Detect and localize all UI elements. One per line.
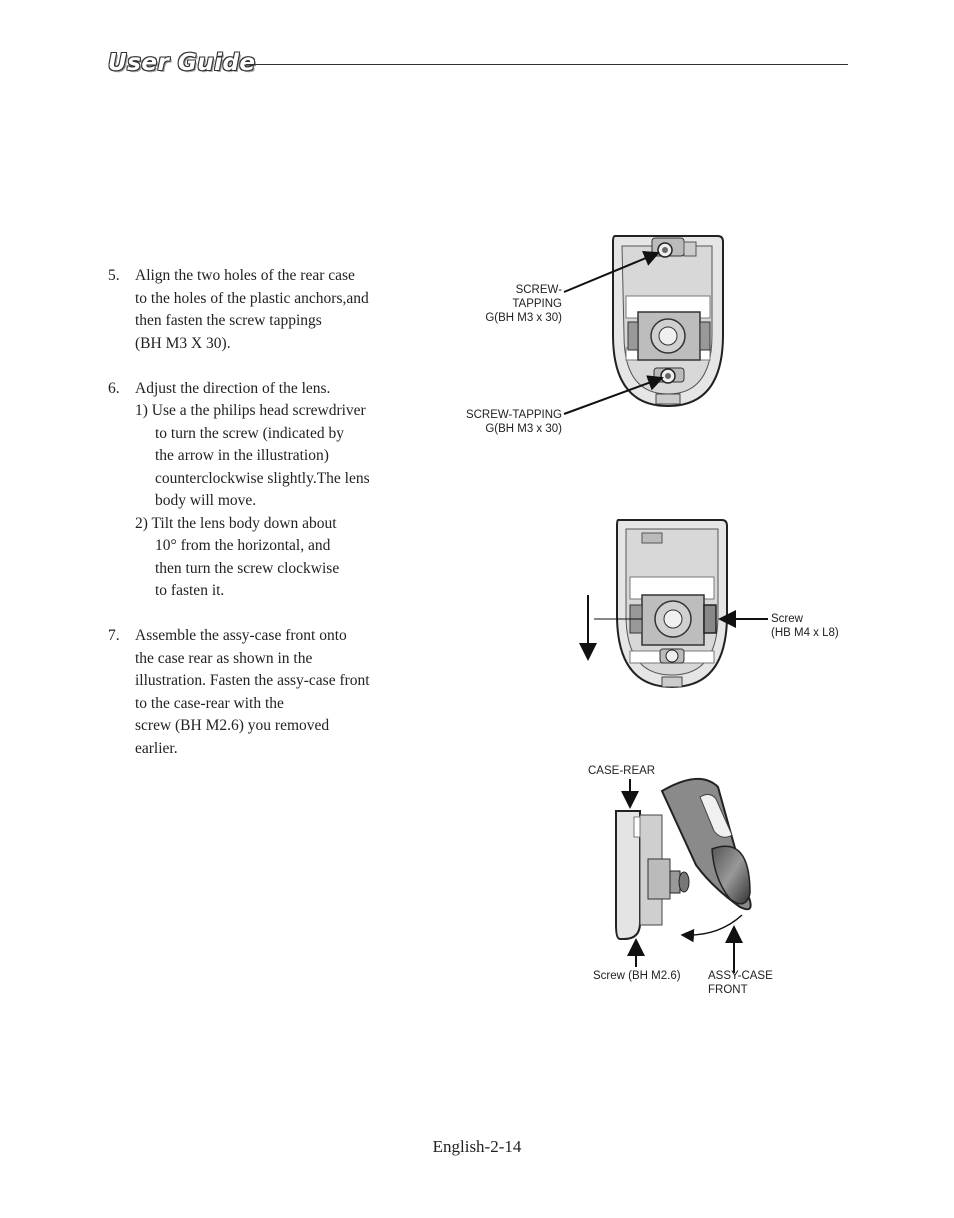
step-number: 7. [108,627,120,644]
step-7: 7. Assemble the assy-case front onto the… [108,625,408,760]
step-line: Adjust the direction of the lens. [135,379,331,397]
leader-bottom [563,375,664,415]
label-line: (HB M4 x L8) [771,627,839,639]
header-title: User Guide [108,50,256,76]
instructions: 5. Align the two holes of the rear case … [108,265,408,783]
label-line: TAPPING [512,298,562,310]
substep-line: counterclockwise slightly.The lens [155,469,370,487]
substep-line: to fasten it. [155,582,225,599]
label-case-rear: CASE-REAR [588,765,656,777]
label-screw-tapping-top: SCREW- TAPPING G(BH M3 x 30) [430,283,562,325]
step-line: Align the two holes of the rear case [135,267,355,284]
step-5: 5. Align the two holes of the rear case … [108,265,408,355]
step-number: 5. [108,267,120,284]
substep-head: 1) Use a the philips head screwdriver [135,402,366,419]
lens-screw [703,604,717,634]
step-line: screw (BH M2.6) you removed [135,717,330,734]
page-number: English-2-14 [432,1137,522,1156]
step-line: the case rear as shown in the [135,649,313,667]
substep-1: 1) Use a the philips head screwdriver to… [135,400,408,513]
label-line: Screw [771,613,803,625]
step-line: illustration. Fasten the assy-case front [135,672,370,689]
label-line: G(BH M3 x 30) [485,423,562,435]
step-number: 6. [108,379,120,397]
step-line: then fasten the screw tappings [135,312,322,329]
assembly-arc [680,914,743,943]
substep-2: 2) Tilt the lens body down about 10° fro… [135,513,408,603]
header-rule [246,64,848,65]
step-line: to the case-rear with the [135,694,284,712]
substep-line: then turn the screw clockwise [155,559,340,577]
figure-assemble-front [615,777,752,973]
label-line: G(BH M3 x 30) [485,312,562,324]
figure-lens-adjust [579,519,768,689]
step-line: (BH M3 X 30). [135,334,231,352]
step-line: earlier. [135,739,178,757]
label-line: FRONT [708,984,748,996]
label-line: ASSY-CASE [708,970,773,982]
substep-line: 10° from the horizontal, and [155,537,331,554]
step-line: to the holes of the plastic anchors,and [135,289,369,307]
case-rear [615,810,641,940]
label-line: SCREW- [515,284,562,296]
label-screw-tapping-bottom: SCREW-TAPPING G(BH M3 x 30) [430,408,562,436]
substep-line: body will move. [155,492,257,509]
label-screw-bh: Screw (BH M2.6) [593,970,681,982]
step-6: 6. Adjust the direction of the lens. 1) … [108,378,408,603]
leader-top [563,250,660,293]
label-screw-hb: Screw (HB M4 x L8) [771,612,861,640]
figure-rear-case-screws [563,235,724,415]
substep-line: the arrow in the illustration) [155,447,329,464]
label-assy-case-front: ASSY-CASE FRONT [708,969,773,997]
label-line: SCREW-TAPPING [465,409,562,421]
step-line: Assemble the assy-case front onto [135,627,347,644]
substep-head: 2) Tilt the lens body down about [135,514,337,532]
substep-line: to turn the screw (indicated by [155,424,344,442]
